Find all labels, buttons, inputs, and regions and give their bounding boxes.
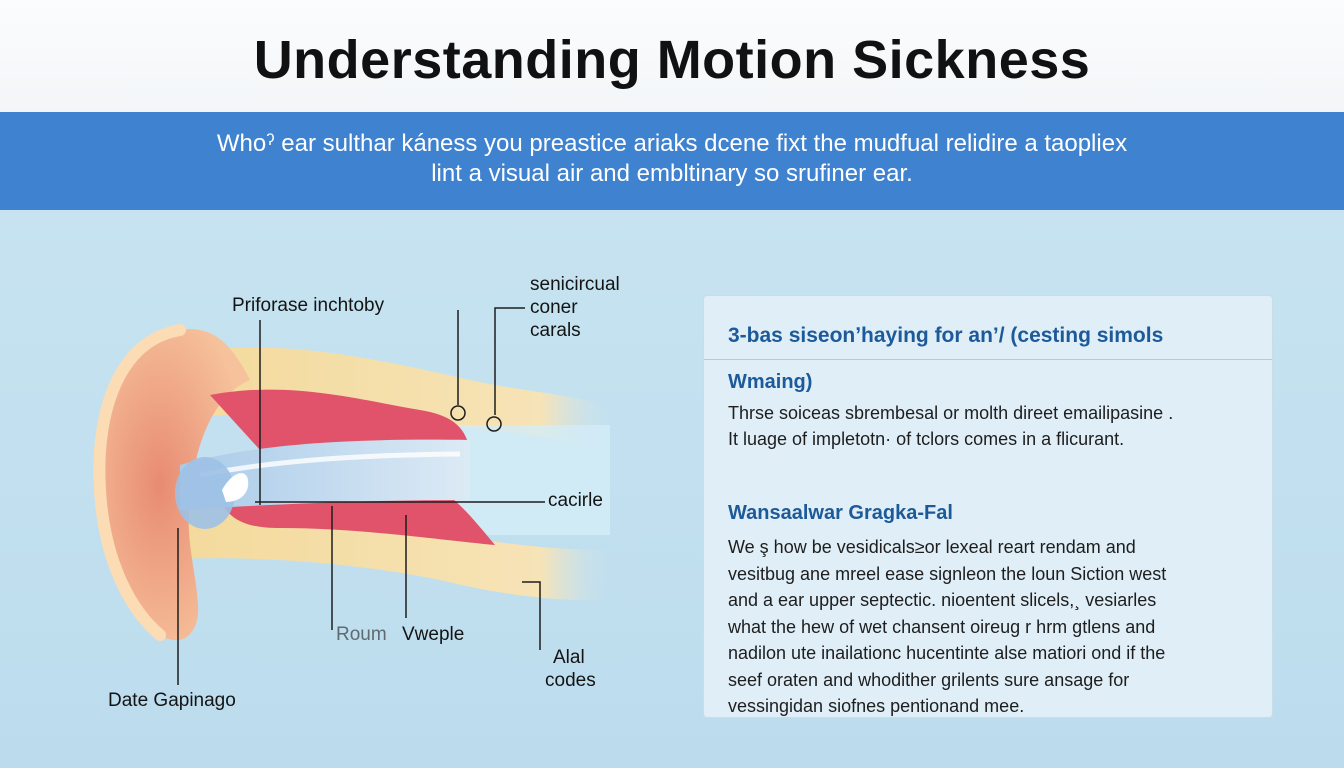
pointer-dot-2 bbox=[486, 416, 502, 432]
leader-lines bbox=[177, 307, 545, 685]
section-1-line: It luage of impletotn· of tclors comes i… bbox=[728, 429, 1125, 449]
section-1-title: Wmaing) bbox=[728, 371, 813, 393]
label-alal: Alal bbox=[553, 647, 585, 668]
section-2-line: what the hew of wet chansent oireug r hr… bbox=[728, 616, 1156, 637]
label-carals: carals bbox=[530, 320, 581, 341]
section-2-line: vessingidan siofnes pentionand mee. bbox=[728, 696, 1025, 716]
outer-ear bbox=[99, 329, 250, 641]
label-roum: Roum bbox=[336, 624, 387, 645]
canal-highlight bbox=[199, 451, 461, 478]
inner-tissue-top bbox=[210, 389, 470, 450]
section-2-line: nadilon ute inailationc hucentinte alse … bbox=[728, 643, 1166, 663]
section-1-line: Thrse soiceas sbrembesal or molth direet… bbox=[728, 403, 1174, 423]
ossicle bbox=[222, 473, 249, 502]
label-vweple: Vweple bbox=[402, 624, 465, 645]
section-2-line: We ş how be vesidicals≥or lexeal reart r… bbox=[728, 537, 1136, 557]
info-panel: 3-bas siseonʼhaying for an’/ (cesting si… bbox=[703, 295, 1273, 718]
label-cacirle: cacirle bbox=[548, 490, 603, 511]
panel-divider bbox=[704, 359, 1272, 360]
label-coner: coner bbox=[530, 297, 578, 318]
label-priforase: Priforase inchtoby bbox=[232, 295, 385, 316]
section-2-line: seef oraten and whodither grilents sure … bbox=[728, 669, 1130, 690]
eardrum bbox=[175, 457, 235, 529]
section-2-title: Wansaalwar Gragka-Fal bbox=[728, 502, 953, 524]
panel-heading: 3-bas siseonʼhaying for an’/ (cesting si… bbox=[728, 324, 1164, 347]
section-2-line: vesitbug ane mreel ease signleon the lou… bbox=[728, 563, 1167, 584]
ear-diagram bbox=[93, 307, 610, 685]
banner-line-2: lint a visual air and embltinary so sruf… bbox=[431, 160, 913, 187]
section-2-body: We ş how be vesidicals≥or lexeal reart r… bbox=[728, 534, 1166, 720]
intro-banner: Whoˀ ear sulthar káness you preastice ar… bbox=[0, 112, 1344, 210]
pointer-dot-1 bbox=[450, 405, 466, 421]
section-1-body: Thrse soiceas sbrembesal or molth direet… bbox=[728, 400, 1173, 452]
upper-bone-band bbox=[150, 347, 610, 450]
lower-bone-band bbox=[150, 506, 610, 601]
outer-ear-rim bbox=[93, 324, 186, 641]
page-title: Understanding Motion Sickness bbox=[253, 30, 1091, 90]
header: Understanding Motion Sickness bbox=[0, 0, 1344, 112]
label-codes: codes bbox=[545, 670, 596, 691]
label-date-gapinago: Date Gapinago bbox=[108, 690, 236, 711]
label-senicircual: senicircual bbox=[530, 274, 620, 295]
banner-line-1: Whoˀ ear sulthar káness you preastice ar… bbox=[216, 130, 1128, 157]
section-2-line: and a ear upper septectic. nioentent sli… bbox=[728, 590, 1157, 610]
